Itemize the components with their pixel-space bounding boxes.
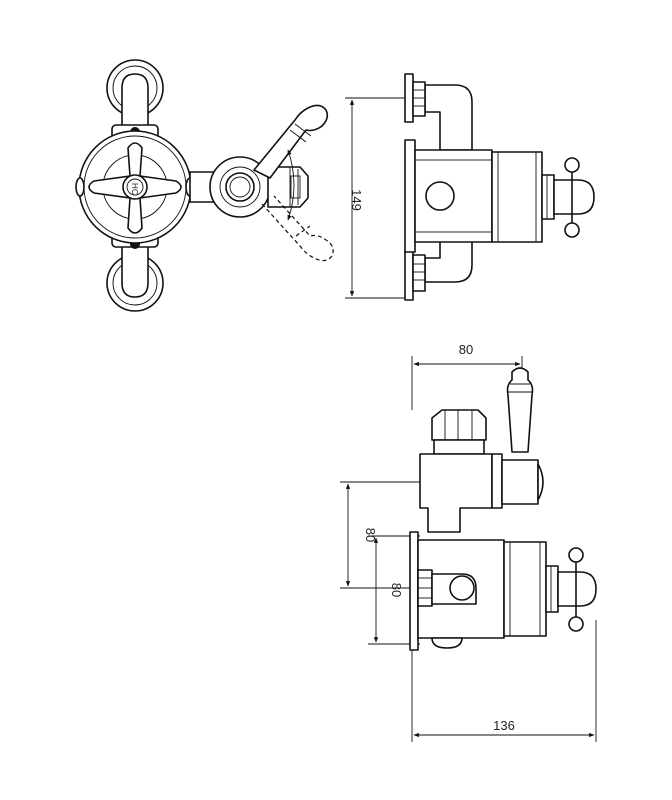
front-top-flange: [106, 59, 164, 141]
side-view: 149: [345, 73, 595, 301]
lever-handle-alt-position: [261, 195, 334, 262]
dimension-left-outer: 80: [340, 481, 420, 589]
cross-handle: H C: [75, 130, 195, 244]
dim-80-left-inner-label: 80: [389, 583, 404, 597]
dim-149-label: 149: [349, 189, 364, 211]
dimension-bottom-width: 136: [411, 620, 597, 742]
lever-handle: [253, 104, 329, 221]
front-bottom-flange: [106, 235, 164, 312]
dim-80-top-label: 80: [459, 342, 473, 357]
dimension-top-width: 80: [411, 342, 523, 410]
dim-136-label: 136: [493, 718, 515, 733]
front-view: H C: [75, 59, 334, 312]
diverter-knob: [209, 156, 309, 218]
outlet-unit: [419, 367, 544, 533]
thermostat-body: [417, 539, 597, 649]
handle-mark-hot: H: [130, 183, 139, 189]
dimension-side-height: 149: [345, 97, 410, 299]
lower-view: 80 80 80 136: [340, 342, 597, 742]
handle-mark-cold: C: [130, 189, 139, 195]
